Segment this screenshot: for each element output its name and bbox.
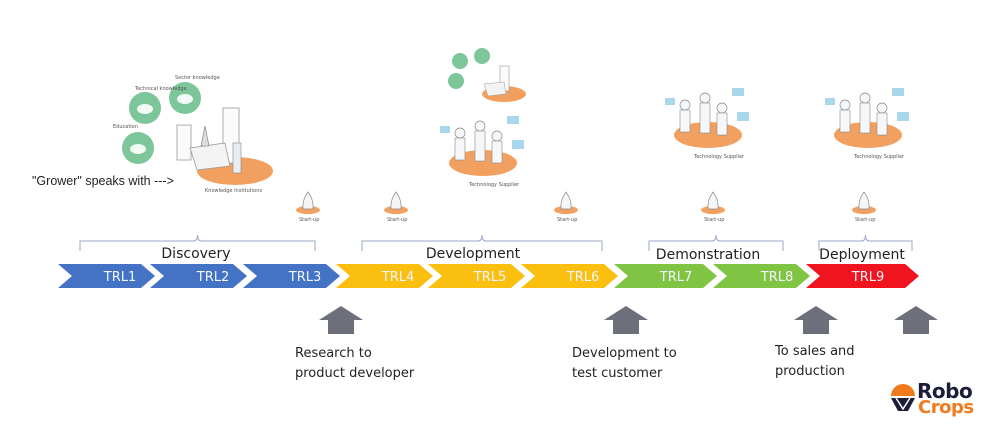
svg-text:Start-up: Start-up (855, 217, 875, 223)
trl-label-4: TRL4 (381, 270, 415, 285)
stage-label-discovery: Discovery (161, 246, 231, 262)
stage-bracket-development (361, 234, 603, 251)
trl-chevron-8 (713, 264, 810, 288)
trl-chevron-2 (150, 264, 247, 288)
logo-text-crops: Crops (918, 397, 974, 418)
logo-text-robo: Robo (917, 379, 973, 403)
education-label: Education (113, 124, 138, 130)
transition-caption-research-to-product: Research to product developer (295, 346, 415, 381)
svg-text:Start-up: Start-up (704, 217, 724, 223)
transition-caption-to-sales: To sales and production (775, 344, 855, 379)
svg-text:Technology Supplier: Technology Supplier (693, 154, 745, 160)
startup-rocket-icon-5: Start-up (848, 190, 880, 228)
trl-label-7: TRL7 (659, 270, 693, 285)
stage-label-demonstration: Demonstration (655, 247, 761, 263)
technology-supplier-illustration-3: Technology Supplier (825, 88, 909, 160)
trl-label-2: TRL2 (196, 270, 230, 285)
svg-text:Start-up: Start-up (387, 217, 407, 223)
startup-rocket-icon-2: Start-up (380, 190, 412, 228)
trl-chevron-3 (243, 264, 340, 288)
technology-supplier-illustration-1: Technology Supplier (440, 116, 524, 188)
svg-text:Start-up: Start-up (299, 217, 319, 223)
stage-bracket-deployment (818, 234, 913, 251)
stage-label-deployment: Deployment (819, 247, 905, 263)
grower-speaks-with-text: "Grower" speaks with ---> (32, 174, 174, 188)
transition-arrow-2 (604, 306, 648, 334)
trl-chevron-9 (806, 264, 919, 288)
transition-caption-development-to-test: Development to test customer (572, 346, 677, 381)
knowledge-institutions-small-illustration (448, 48, 526, 102)
trl-label-8: TRL8 (760, 270, 794, 285)
trl-chevron-4 (336, 264, 433, 288)
trl-label-3: TRL3 (288, 270, 322, 285)
trl-label-5: TRL5 (473, 270, 507, 285)
stage-label-development: Development (425, 246, 521, 262)
stage-bracket-discovery (79, 234, 316, 251)
trl-label-1: TRL1 (103, 270, 137, 285)
startup-rocket-icon-4: Start-up (697, 190, 729, 228)
trl-chevron-5 (428, 264, 525, 288)
technical-knowledge-label: Technical knowledge (134, 86, 187, 92)
sector-knowledge-label: Sector knowledge (175, 75, 220, 81)
trl-label-6: TRL6 (566, 270, 600, 285)
robocrops-logo-icon (891, 384, 915, 411)
trl-chevron-7 (614, 264, 717, 288)
trl-chevron-1 (58, 264, 155, 288)
knowledge-institutions-caption: Knowledge Institutions (205, 188, 262, 194)
knowledge-institutions-illustration: Technical knowledge Sector knowledge Edu… (113, 75, 273, 194)
startup-rocket-icon-1: Start-up (292, 190, 324, 228)
transition-arrow-3 (794, 306, 838, 334)
startup-rocket-icon-3: Start-up (550, 190, 582, 228)
trl-chevron-6 (521, 264, 618, 288)
trl-label-9: TRL9 (851, 270, 885, 285)
technology-supplier-illustration-2: Technology Supplier (665, 88, 749, 160)
transition-arrow-1 (319, 306, 363, 334)
svg-text:Technology Supplier: Technology Supplier (468, 182, 520, 188)
svg-text:Start-up: Start-up (557, 217, 577, 223)
transition-arrow-4 (894, 306, 938, 334)
svg-text:Technology Supplier: Technology Supplier (853, 154, 905, 160)
stage-bracket-demonstration (648, 234, 784, 251)
